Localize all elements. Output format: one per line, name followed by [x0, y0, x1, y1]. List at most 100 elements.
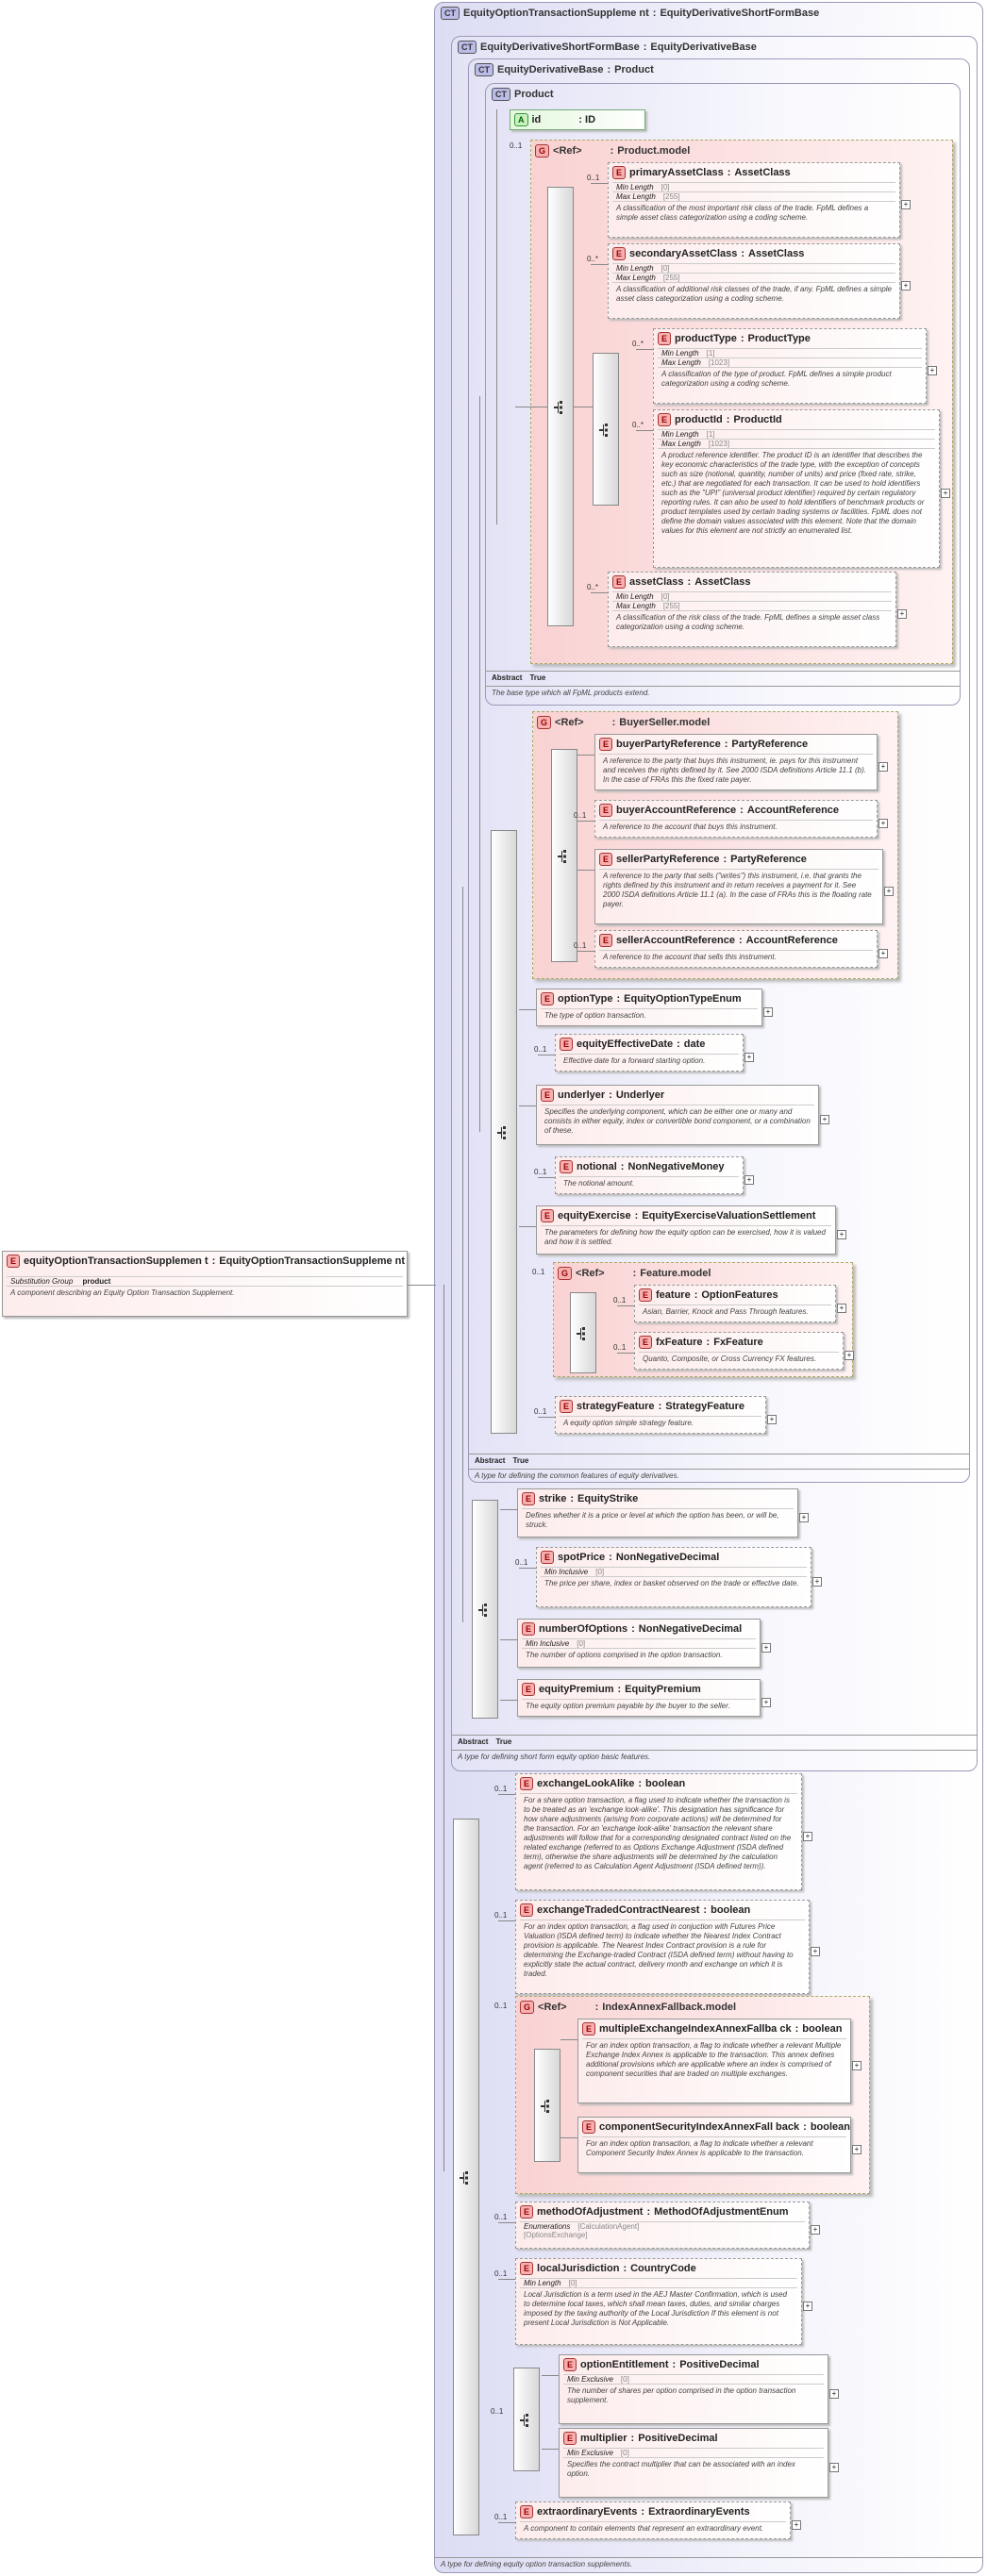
facet-value: [0]: [620, 2375, 629, 2384]
expand-toggle[interactable]: +: [761, 1698, 771, 1707]
element-facet: Min Length[1]: [658, 348, 922, 357]
expand-toggle[interactable]: +: [928, 366, 937, 375]
derivative-base-sequence[interactable]: [491, 830, 517, 1434]
connector-line: [636, 349, 653, 350]
connector-line: [577, 870, 594, 871]
element-type: NonNegativeDecimal: [615, 1551, 720, 1563]
element-badge: E: [582, 2120, 596, 2134]
expand-toggle[interactable]: +: [837, 1304, 846, 1313]
group-header: G<Ref>:BuyerSeller.model: [537, 716, 710, 729]
element-doc: A reference to the account that buys thi…: [599, 820, 873, 834]
buyer-seller-sequence[interactable]: [551, 749, 577, 962]
root-sequence[interactable]: [453, 1819, 479, 2535]
sequence-icon: [478, 1603, 494, 1618]
element-type: CountryCode: [630, 2262, 696, 2274]
expand-toggle[interactable]: +: [829, 2389, 839, 2399]
expand-toggle[interactable]: +: [878, 949, 888, 958]
element-badge: E: [599, 853, 613, 866]
element-badge: E: [582, 2022, 596, 2036]
product-model-sequence[interactable]: [547, 187, 574, 626]
expand-toggle[interactable]: +: [878, 819, 888, 828]
expand-toggle[interactable]: +: [941, 489, 950, 498]
left-element-name: equityOptionTransactionSupplemen t: [24, 1255, 209, 1267]
separator: :: [795, 2022, 799, 2035]
element-doc: For a share option transaction, a flag u…: [520, 1793, 797, 1873]
expand-toggle[interactable]: +: [763, 1007, 773, 1017]
expand-toggle[interactable]: +: [803, 1832, 812, 1841]
choice-compositor[interactable]: [513, 2368, 540, 2471]
element-type: EquityExerciseValuationSettlement: [642, 1209, 816, 1222]
ct-badge: CT: [475, 63, 494, 76]
expand-toggle[interactable]: +: [767, 1415, 777, 1424]
expand-toggle[interactable]: +: [761, 1643, 771, 1653]
expand-toggle[interactable]: +: [901, 281, 911, 291]
expand-toggle[interactable]: +: [820, 1115, 829, 1124]
facet-label: Max Length: [616, 192, 656, 201]
expand-toggle[interactable]: +: [799, 1513, 809, 1522]
expand-toggle[interactable]: +: [803, 2302, 812, 2311]
connector-line: [519, 1009, 536, 1010]
cardinality: 0..1: [534, 1045, 547, 1054]
expand-toggle[interactable]: +: [852, 2145, 862, 2154]
short-form-sequence[interactable]: [472, 1500, 498, 1719]
expand-toggle[interactable]: +: [829, 2463, 839, 2472]
expand-toggle[interactable]: +: [897, 609, 907, 619]
index-annex-sequence[interactable]: [534, 2049, 560, 2162]
expand-toggle[interactable]: +: [845, 1351, 854, 1360]
expand-toggle[interactable]: +: [812, 1577, 822, 1587]
expand-toggle[interactable]: +: [852, 2061, 862, 2070]
expand-toggle[interactable]: +: [884, 887, 894, 896]
expand-toggle[interactable]: +: [878, 762, 888, 772]
expand-toggle[interactable]: +: [811, 1947, 820, 1956]
expand-toggle[interactable]: +: [744, 1175, 754, 1185]
element-facet: Max Length[255]: [612, 601, 892, 610]
expand-toggle[interactable]: +: [744, 1053, 754, 1062]
feature-model-sequence[interactable]: [570, 1292, 596, 1373]
facet-label: Max Length: [661, 440, 701, 448]
facet-value: [1023]: [708, 440, 730, 448]
expand-toggle[interactable]: +: [811, 2225, 820, 2235]
cardinality: 0..1: [534, 1407, 547, 1416]
expand-toggle[interactable]: +: [837, 1230, 846, 1239]
separator: :: [609, 1089, 612, 1101]
product-type-choice[interactable]: [593, 353, 619, 506]
expand-toggle[interactable]: +: [792, 2520, 801, 2530]
element-badge: E: [612, 166, 627, 179]
connector-line: [443, 1285, 444, 2171]
expand-toggle[interactable]: +: [901, 200, 911, 209]
